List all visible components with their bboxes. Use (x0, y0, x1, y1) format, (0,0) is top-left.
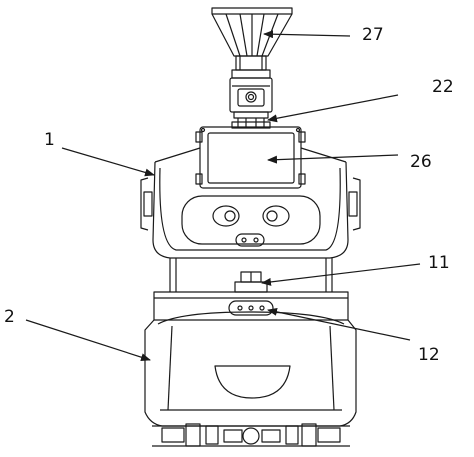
leader-2 (25, 319, 151, 362)
leader-lines (25, 30, 421, 362)
leader-1 (61, 147, 155, 177)
leader-26 (267, 154, 399, 164)
leader-12 (267, 307, 411, 341)
display-screen (195, 126, 306, 189)
undercarriage (152, 423, 350, 447)
top-sensor (234, 271, 268, 293)
robot-head (140, 147, 361, 259)
leader-22 (267, 94, 399, 123)
funnel-lamp (211, 7, 293, 71)
label-22: 22 (432, 77, 454, 97)
label-2: 2 (4, 307, 15, 327)
label-26: 26 (410, 152, 432, 172)
label-1: 1 (44, 130, 55, 150)
label-27: 27 (362, 25, 384, 45)
robot-base (144, 311, 357, 427)
leader-11 (261, 263, 421, 286)
camera-bracket (229, 69, 273, 129)
leader-27 (263, 30, 351, 39)
label-12: 12 (418, 345, 440, 365)
label-11: 11 (428, 253, 450, 273)
